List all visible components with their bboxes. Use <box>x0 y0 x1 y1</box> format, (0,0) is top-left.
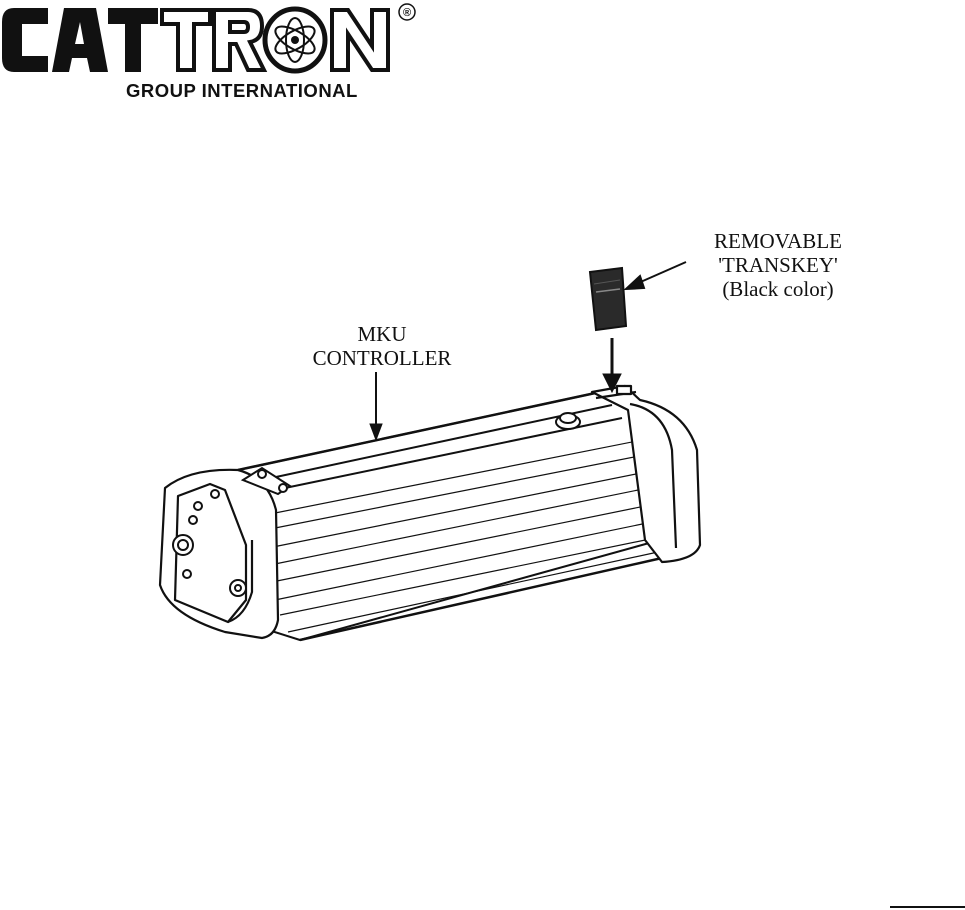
transkey-callout-line-2: 'TRANSKEY' <box>690 253 866 277</box>
controller-callout-line-1: MKU <box>296 322 468 346</box>
transkey-callout-line-1: REMOVABLE <box>690 229 866 253</box>
footer-rule <box>890 906 965 908</box>
insert-arrow <box>603 338 621 392</box>
transkey-leader-arrow <box>626 262 686 289</box>
controller-leader-arrow <box>370 372 382 440</box>
transkey-callout: REMOVABLE 'TRANSKEY' (Black color) <box>690 229 866 301</box>
controller-callout-line-2: CONTROLLER <box>296 346 468 370</box>
controller-callout: MKU CONTROLLER <box>296 322 468 370</box>
transkey-part <box>590 268 626 330</box>
transkey-callout-line-3: (Black color) <box>690 277 866 301</box>
